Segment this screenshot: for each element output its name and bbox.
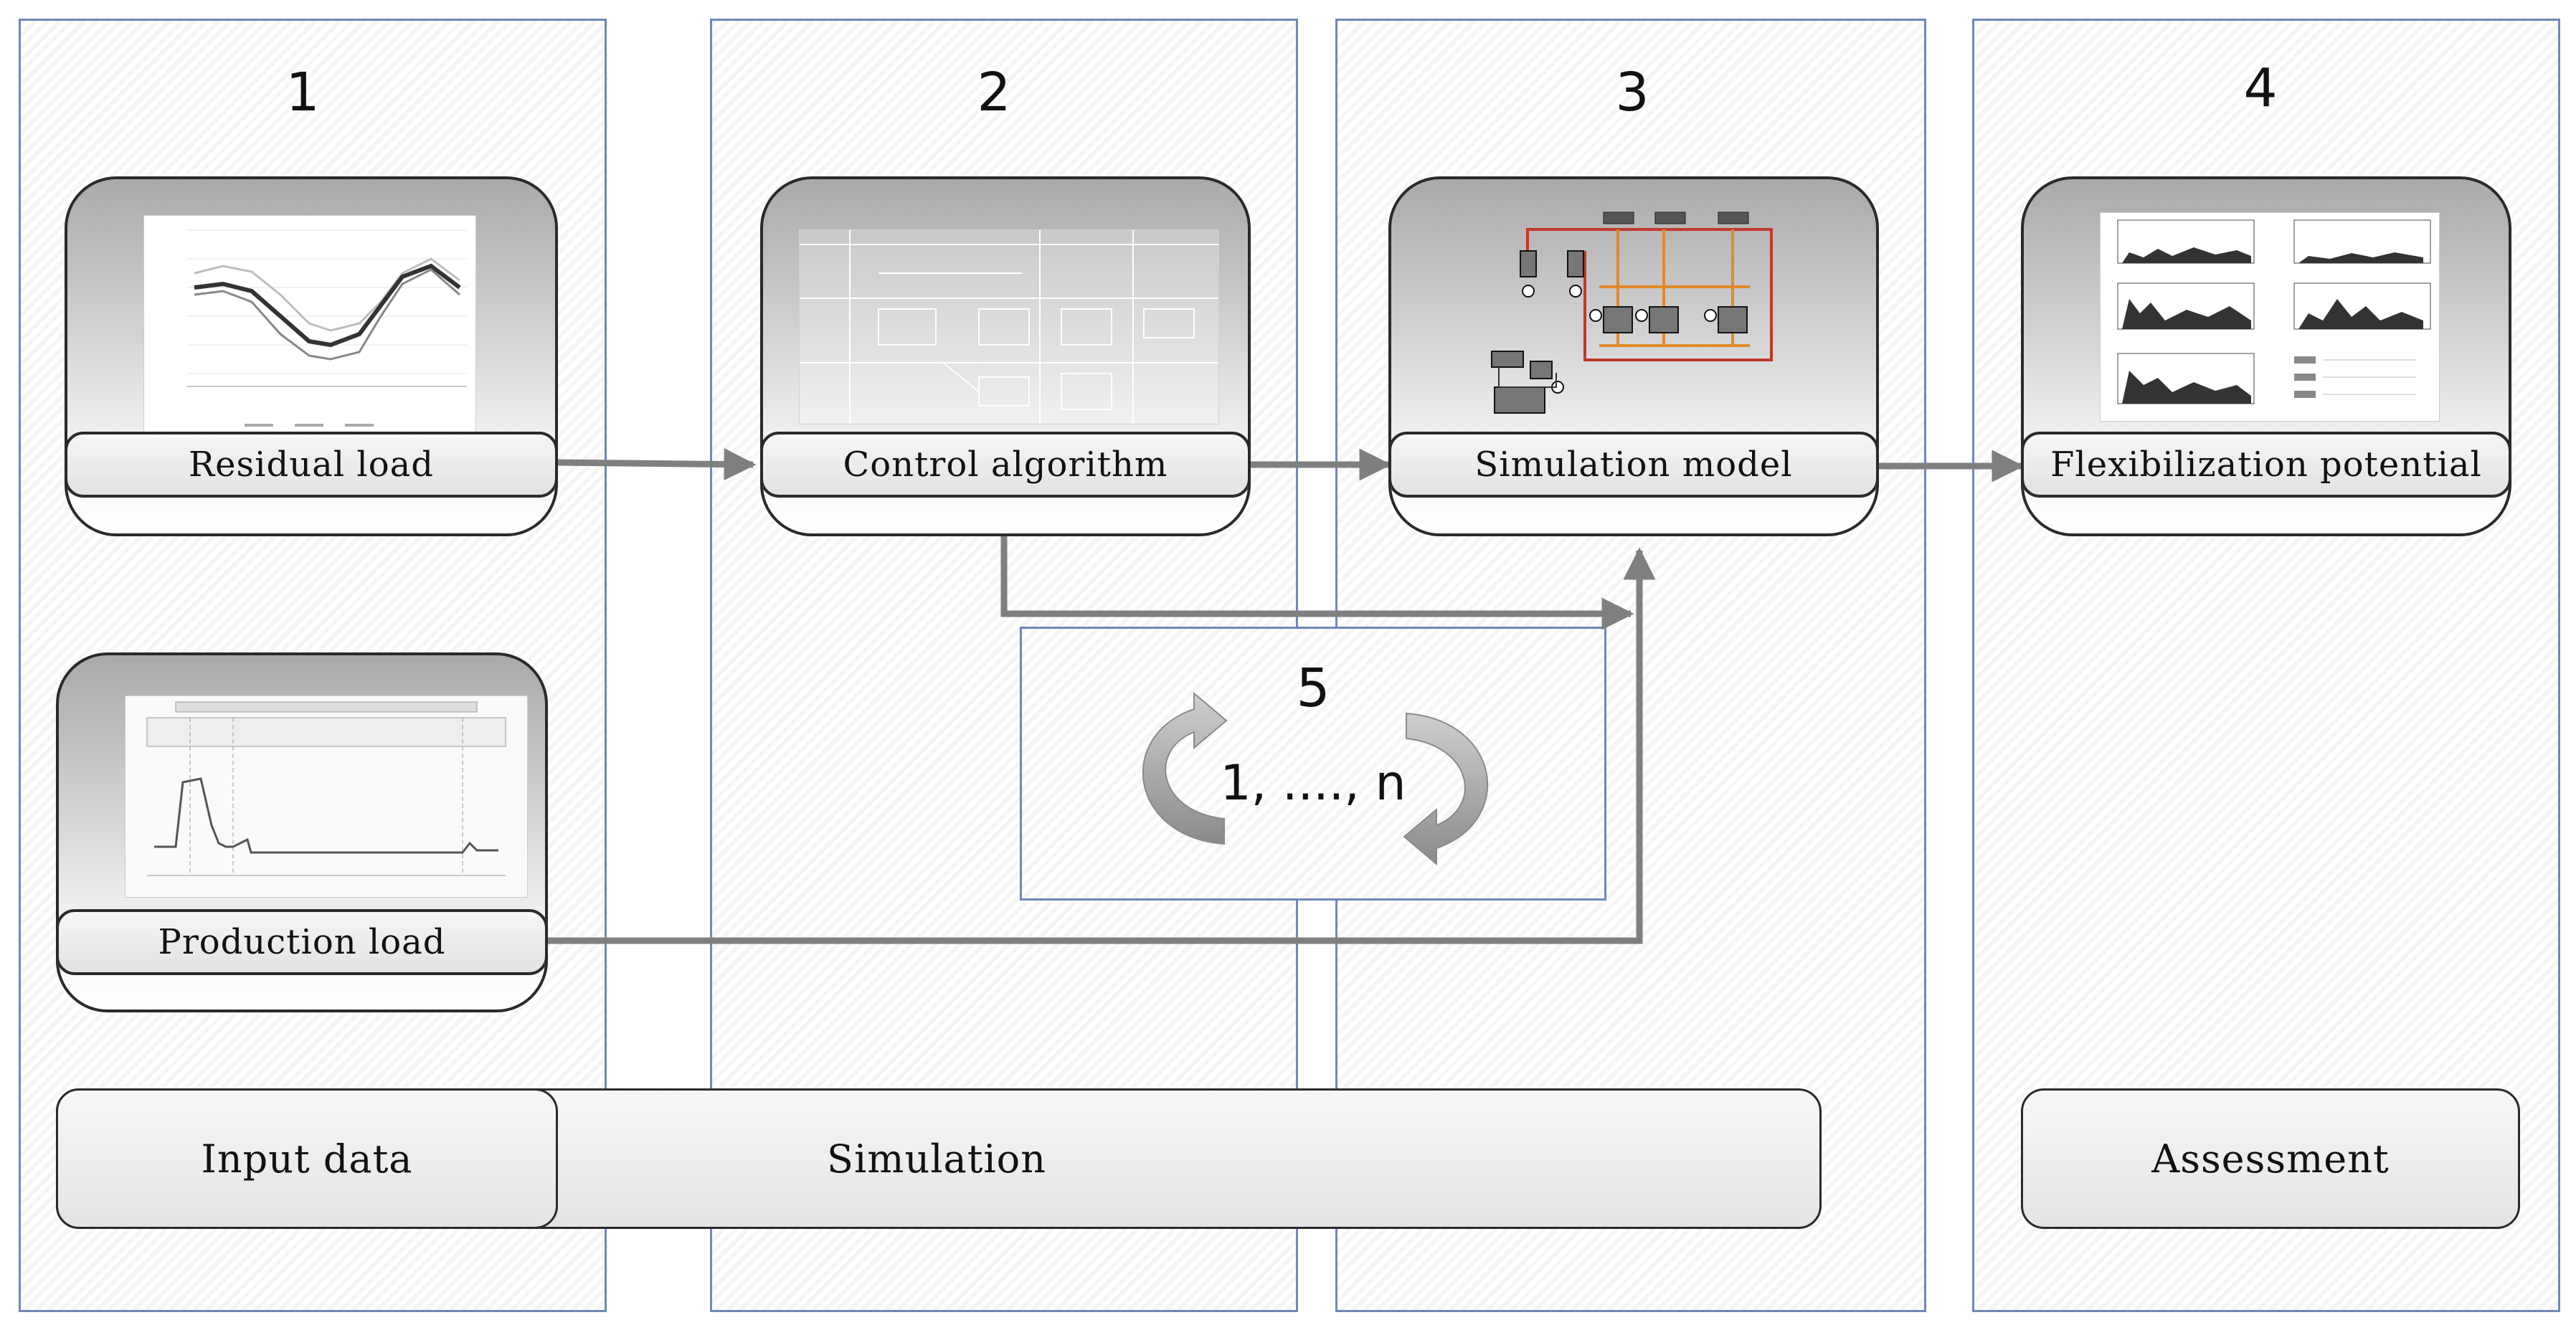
simulation-model-card: Simulation model (1388, 176, 1879, 536)
control-algorithm-label: Control algorithm (763, 432, 1248, 498)
cycle-arrows-icon (1142, 691, 1489, 866)
production-load-chart-thumbnail (125, 695, 528, 898)
arrow-control-to-loop (1000, 536, 1634, 630)
arrow-residual-to-control (557, 448, 757, 481)
residual-load-label: Residual load (67, 432, 555, 498)
production-load-card: Production load (56, 652, 548, 1012)
simulation-model-thumbnail (1491, 212, 1773, 414)
loop-box: 5 1, ...., n (1020, 627, 1606, 901)
panel-number-3: 3 (1615, 62, 1649, 123)
flexibilization-potential-card: Flexibilization potential (2021, 176, 2511, 536)
loop-number: 5 (1296, 657, 1330, 719)
input-data-bar-label: Input data (201, 1136, 413, 1182)
residual-load-card: Residual load (65, 176, 558, 536)
panel-number-2: 2 (977, 62, 1011, 123)
flexibilization-potential-label: Flexibilization potential (2024, 432, 2509, 498)
simulation-bar-label: Simulation (827, 1136, 1046, 1182)
panel-number-1: 1 (285, 62, 320, 123)
input-data-bar: Input data (56, 1088, 558, 1229)
control-algorithm-card: Control algorithm (760, 176, 1251, 536)
assessment-bar-label: Assessment (2151, 1136, 2390, 1182)
production-load-label: Production load (59, 909, 545, 975)
arrow-production-to-model (544, 547, 1656, 944)
simulation-model-label: Simulation model (1391, 432, 1876, 498)
panel-number-4: 4 (2243, 57, 2278, 119)
residual-load-chart-thumbnail (143, 215, 476, 450)
control-algorithm-flowchart-thumbnail (799, 229, 1219, 424)
flexibilization-charts-thumbnail (2100, 212, 2440, 422)
loop-text: 1, ...., n (1220, 755, 1406, 812)
assessment-bar: Assessment (2021, 1088, 2520, 1229)
